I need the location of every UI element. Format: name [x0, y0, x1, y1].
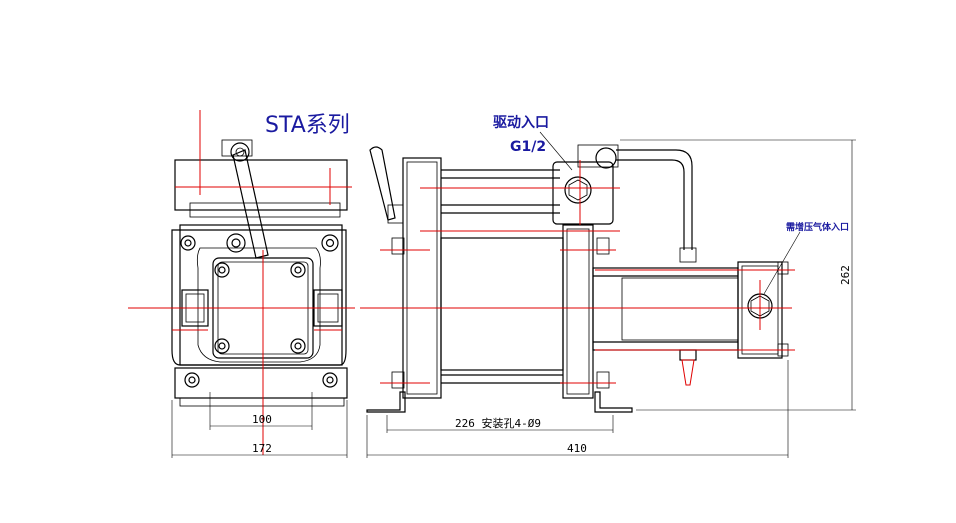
side-view	[360, 144, 795, 413]
drive-inlet-size: G1/2	[510, 139, 546, 155]
dim-side-total-length: 410	[567, 442, 587, 455]
front-view	[128, 110, 355, 455]
drawing-title: STA系列	[265, 113, 350, 138]
drive-inlet-label: 驱动入口	[493, 114, 549, 131]
dim-mount-holes: 226 安装孔4-Ø9	[455, 416, 541, 430]
front-view-dimensions	[171, 392, 348, 458]
side-view-dimensions	[366, 131, 856, 458]
boost-inlet-label: 需增压气体入口	[786, 221, 849, 233]
dim-front-inner-width: 100	[252, 413, 272, 426]
dim-front-total-width: 172	[252, 442, 272, 455]
dim-height: 262	[839, 265, 852, 285]
